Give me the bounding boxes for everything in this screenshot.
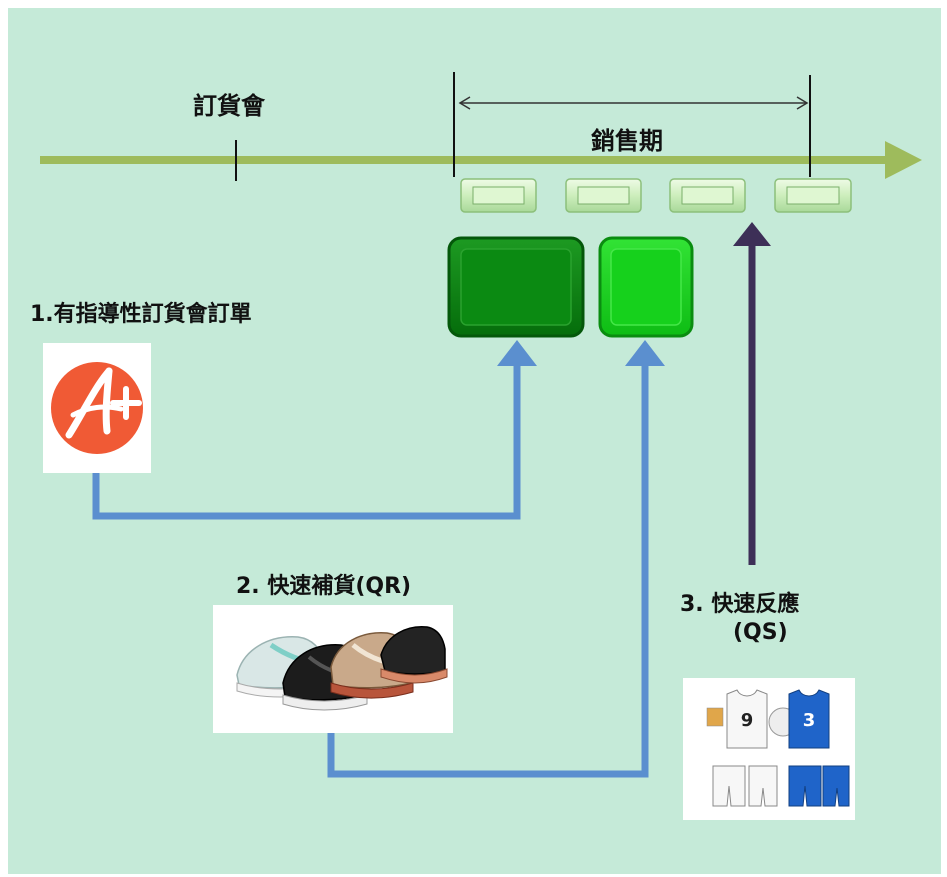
order-fair-label: 訂貨會 xyxy=(193,92,265,120)
uniforms-graphic: 9 3 xyxy=(706,689,850,807)
flow1-arrow xyxy=(92,340,537,520)
flow1-label: 1.有指導性訂貨會訂單 xyxy=(30,302,252,327)
flow3-label-line2: (QS) xyxy=(733,620,788,645)
blue-jersey-number: 3 xyxy=(803,710,816,731)
sneakers-photo xyxy=(213,605,453,733)
flow2-label: 2. 快速補貨(QR) xyxy=(236,574,412,599)
a-plus-logo xyxy=(43,343,151,473)
a-plus-logo-graphic xyxy=(51,362,143,454)
sales-period-label: 銷售期 xyxy=(591,127,663,155)
flow2-arrow xyxy=(327,340,665,778)
sales-period-span-arrow xyxy=(458,96,809,110)
white-jersey-number: 9 xyxy=(741,710,754,731)
flow3-label-line1: 3. 快速反應 xyxy=(680,592,800,617)
period-slot xyxy=(774,178,852,213)
flow3-arrow xyxy=(733,222,771,565)
sneakers-graphic xyxy=(236,626,448,711)
period-slot xyxy=(565,178,642,213)
timeline-arrow xyxy=(40,141,922,179)
period-slot xyxy=(460,178,537,213)
basketball-uniforms-photo: 9 3 xyxy=(683,678,855,820)
order-volume-block-small xyxy=(598,236,694,338)
order-volume-block-large xyxy=(447,236,585,338)
period-slot xyxy=(669,178,746,213)
